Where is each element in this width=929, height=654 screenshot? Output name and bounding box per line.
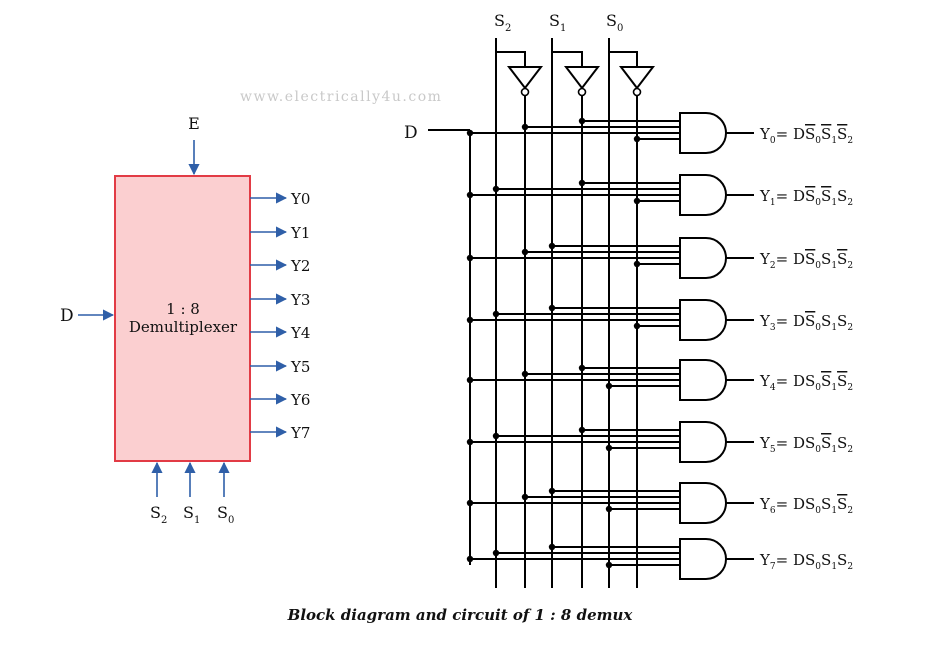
and-gate-3: Y3= DS0S1S2 bbox=[466, 299, 853, 341]
not-gate-bubble-s1 bbox=[577, 87, 587, 97]
not-gate-bubble-s0 bbox=[632, 87, 642, 97]
and-gate-body bbox=[679, 538, 727, 580]
block-diagram: 1 : 8 Demultiplexer E D Y0Y1Y2Y3Y4Y5Y6Y7… bbox=[60, 114, 310, 526]
junction-dot bbox=[466, 316, 474, 324]
junction-dot bbox=[633, 135, 641, 143]
junction-dot bbox=[492, 432, 500, 440]
output-expression: Y5= DS0S1S2 bbox=[759, 434, 853, 455]
junction-dot bbox=[548, 543, 556, 551]
junction-dot bbox=[521, 370, 529, 378]
inverter-tap-s0 bbox=[609, 51, 638, 67]
and-gate-6: Y6= DS0S1S2 bbox=[466, 482, 853, 524]
block-title-line1: 1 : 8 bbox=[166, 300, 200, 318]
output-expression: Y0= DS0S1S2 bbox=[759, 125, 853, 146]
not-gate-s0 bbox=[618, 66, 656, 90]
output-expression: Y6= DS0S1S2 bbox=[759, 495, 853, 516]
junction-dot bbox=[633, 322, 641, 330]
circuit-select-label: S0 bbox=[606, 11, 623, 34]
block-select-label: S2 bbox=[150, 503, 167, 526]
not-gate-s2 bbox=[506, 66, 544, 90]
enable-label: E bbox=[188, 114, 200, 133]
output-expression: Y3= DS0S1S2 bbox=[759, 312, 853, 333]
block-output-label: Y5 bbox=[290, 358, 310, 376]
and-gate-body bbox=[679, 359, 727, 401]
and-gate-4: Y4= DS0S1S2 bbox=[466, 359, 853, 401]
junction-dot bbox=[605, 561, 613, 569]
junction-dot bbox=[633, 260, 641, 268]
output-expression: Y7= DS0S1S2 bbox=[759, 551, 853, 572]
and-gate-2: Y2= DS0S1S2 bbox=[466, 237, 853, 279]
and-gate-1: Y1= DS0S1S2 bbox=[466, 174, 853, 216]
inverter-tap-s2 bbox=[496, 51, 526, 67]
and-gate-body bbox=[679, 299, 727, 341]
block-title-line2: Demultiplexer bbox=[129, 318, 238, 336]
not-gate-bubble-s2 bbox=[520, 87, 530, 97]
block-data-label: D bbox=[60, 306, 74, 326]
junction-dot bbox=[466, 438, 474, 446]
block-output-label: Y1 bbox=[290, 224, 310, 242]
block-output-label: Y6 bbox=[290, 391, 310, 409]
junction-dot bbox=[578, 179, 586, 187]
junction-dot bbox=[605, 382, 613, 390]
junction-dot bbox=[521, 493, 529, 501]
junction-dot bbox=[605, 505, 613, 513]
not-gate-s1 bbox=[563, 66, 601, 90]
junction-dot bbox=[548, 242, 556, 250]
junction-dot bbox=[578, 364, 586, 372]
junction-dot bbox=[466, 129, 474, 137]
junction-dot bbox=[521, 248, 529, 256]
junction-dot bbox=[578, 426, 586, 434]
block-select-label: S0 bbox=[217, 503, 234, 526]
junction-dot bbox=[466, 499, 474, 507]
junction-dot bbox=[492, 310, 500, 318]
junction-dot bbox=[466, 376, 474, 384]
watermark-text: www.electrically4u.com bbox=[240, 89, 442, 105]
junction-dot bbox=[633, 197, 641, 205]
circuit-data-label: D bbox=[404, 123, 418, 143]
and-gate-body bbox=[679, 482, 727, 524]
circuit-select-label: S1 bbox=[549, 11, 566, 34]
and-gate-7: Y7= DS0S1S2 bbox=[466, 538, 853, 580]
junction-dot bbox=[548, 487, 556, 495]
block-select-label: S1 bbox=[183, 503, 200, 526]
inverter-tap-s1 bbox=[552, 51, 583, 67]
junction-dot bbox=[521, 123, 529, 131]
circuit-select-label: S2 bbox=[494, 11, 511, 34]
block-output-label: Y2 bbox=[290, 257, 310, 275]
junction-dot bbox=[466, 555, 474, 563]
caption: Block diagram and circuit of 1 : 8 demux bbox=[287, 606, 634, 624]
output-expression: Y1= DS0S1S2 bbox=[759, 187, 853, 208]
block-output-label: Y4 bbox=[290, 324, 310, 342]
output-expression: Y2= DS0S1S2 bbox=[759, 250, 853, 271]
output-expression: Y4= DS0S1S2 bbox=[759, 372, 853, 393]
junction-dot bbox=[492, 185, 500, 193]
and-gate-body bbox=[679, 112, 727, 154]
and-gate-body bbox=[679, 421, 727, 463]
and-gate-0: Y0= DS0S1S2 bbox=[466, 112, 853, 154]
and-gate-body bbox=[679, 174, 727, 216]
block-output-label: Y7 bbox=[290, 424, 310, 442]
junction-dot bbox=[548, 304, 556, 312]
block-output-label: Y0 bbox=[290, 190, 310, 208]
and-gate-body bbox=[679, 237, 727, 279]
junction-dot bbox=[466, 191, 474, 199]
junction-dot bbox=[578, 117, 586, 125]
block-selects: S2 S1 S0 bbox=[150, 461, 234, 526]
junction-dot bbox=[492, 549, 500, 557]
demux-block bbox=[114, 175, 251, 462]
junction-dot bbox=[605, 444, 613, 452]
junction-dot bbox=[466, 254, 474, 262]
block-output-label: Y3 bbox=[290, 291, 310, 309]
and-gate-5: Y5= DS0S1S2 bbox=[466, 421, 853, 463]
